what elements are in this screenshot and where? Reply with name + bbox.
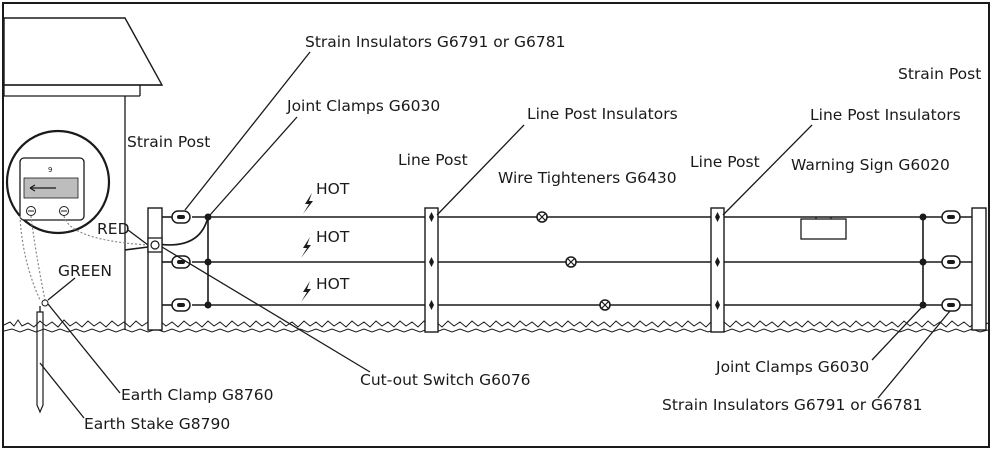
lightning-icon <box>301 281 311 302</box>
label-line-post-2: Line Post <box>690 153 760 171</box>
leader-lines <box>39 51 951 419</box>
label-joint-clamps-top: Joint Clamps G6030 <box>286 97 440 115</box>
label-earth-stake: Earth Stake G8790 <box>84 415 230 433</box>
line-post-1 <box>424 207 439 333</box>
ground <box>3 319 989 333</box>
label-red: RED <box>97 220 130 238</box>
label-hot-2: HOT <box>316 228 350 246</box>
energizer: 9 <box>5 129 111 235</box>
label-hot-1: HOT <box>316 180 350 198</box>
label-warning-sign: Warning Sign G6020 <box>791 156 950 174</box>
warning-sign <box>800 217 847 240</box>
label-cutout-switch: Cut-out Switch G6076 <box>360 371 531 389</box>
strain-post-right <box>971 207 987 331</box>
joint-clamps <box>204 213 927 309</box>
strain-insulators-left <box>162 210 191 312</box>
lightning-icon <box>303 193 313 214</box>
label-line-post-1: Line Post <box>398 151 468 169</box>
lightning-icon <box>301 237 311 258</box>
label-strain-post-right: Strain Post <box>898 65 981 83</box>
strain-insulators-right <box>941 210 961 312</box>
label-wire-tighteners: Wire Tighteners G6430 <box>498 169 677 187</box>
earth-stake <box>36 299 49 414</box>
label-strain-post-left: Strain Post <box>127 133 210 151</box>
label-strain-insulators-top: Strain Insulators G6791 or G6781 <box>305 33 566 51</box>
earth-clamp-mark <box>41 299 49 307</box>
energizer-dial-mark: 9 <box>48 166 52 174</box>
label-line-post-insulators-2: Line Post Insulators <box>810 106 961 124</box>
label-earth-clamp: Earth Clamp G8760 <box>121 386 273 404</box>
label-line-post-insulators-1: Line Post Insulators <box>527 105 678 123</box>
line-post-insulators <box>429 212 720 310</box>
strain-post-left <box>147 207 163 331</box>
house <box>3 17 164 330</box>
house-roof <box>3 17 164 86</box>
lightning-icons <box>301 193 313 302</box>
label-strain-insulators-bottom: Strain Insulators G6791 or G6781 <box>662 396 923 414</box>
label-joint-clamps-bottom: Joint Clamps G6030 <box>715 358 869 376</box>
wire-tighteners <box>536 211 611 311</box>
lead-out-wires <box>19 215 149 301</box>
cutout-switch <box>147 237 163 253</box>
label-green: GREEN <box>58 262 112 280</box>
line-post-2 <box>710 207 725 333</box>
label-hot-3: HOT <box>316 275 350 293</box>
